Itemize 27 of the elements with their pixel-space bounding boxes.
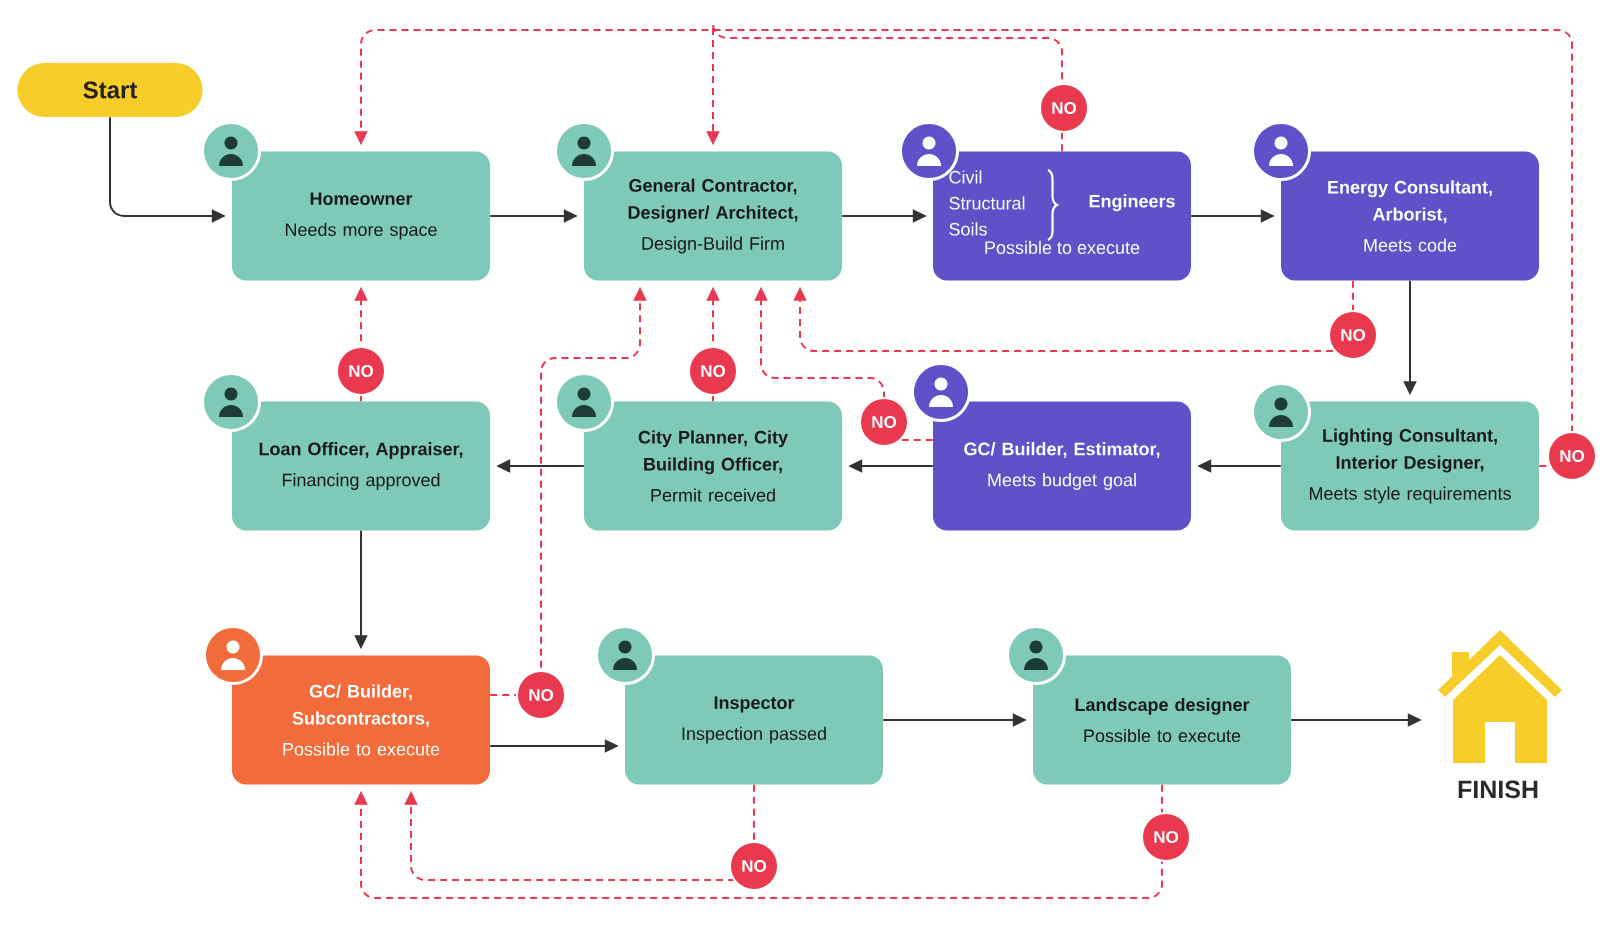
- edge-label: NO: [1547, 431, 1597, 481]
- edge-label: NO: [688, 346, 738, 396]
- arrow: [706, 23, 1063, 153]
- process-box: Energy Consultant, Arborist, Meets code: [1281, 151, 1539, 281]
- start-pill: Start: [17, 63, 203, 117]
- process-box: Loan Officer, Appraiser, Financing approved: [232, 401, 490, 531]
- process-box: General Contractor, Designer/ Architect, Design-Build Firm: [584, 151, 842, 281]
- edge-label: NO: [859, 397, 909, 447]
- finish-label: FINISH: [1458, 780, 1538, 799]
- process-box: GC/ Builder, Subcontractors, Possible to execute: [232, 655, 490, 785]
- arrow: [404, 783, 755, 881]
- edge-label: NO: [516, 670, 566, 720]
- edge-label: NO: [1039, 83, 1089, 133]
- edge-label: NO: [1141, 812, 1191, 862]
- process-box: Lighting Consultant, Interior Designer, Meets style requirements: [1281, 401, 1539, 531]
- process-box: GC/ Builder, Estimator, Meets budget goal: [933, 401, 1191, 531]
- arrow: [354, 783, 1163, 899]
- process-box: Homeowner Needs more space: [232, 151, 490, 281]
- arrow: [793, 279, 1354, 352]
- process-box: Landscape designer Possible to execute: [1033, 655, 1291, 785]
- edge-label: NO: [1328, 310, 1378, 360]
- process-box: Civil Structural Soils Engineers Possible to execute: [933, 151, 1191, 281]
- edge-label: NO: [729, 841, 779, 891]
- edge-label: NO: [336, 346, 386, 396]
- process-box: City Planner, City Building Officer, Permit received: [584, 401, 842, 531]
- process-box: Inspector Inspection passed: [625, 655, 883, 785]
- arrow: [354, 29, 1573, 467]
